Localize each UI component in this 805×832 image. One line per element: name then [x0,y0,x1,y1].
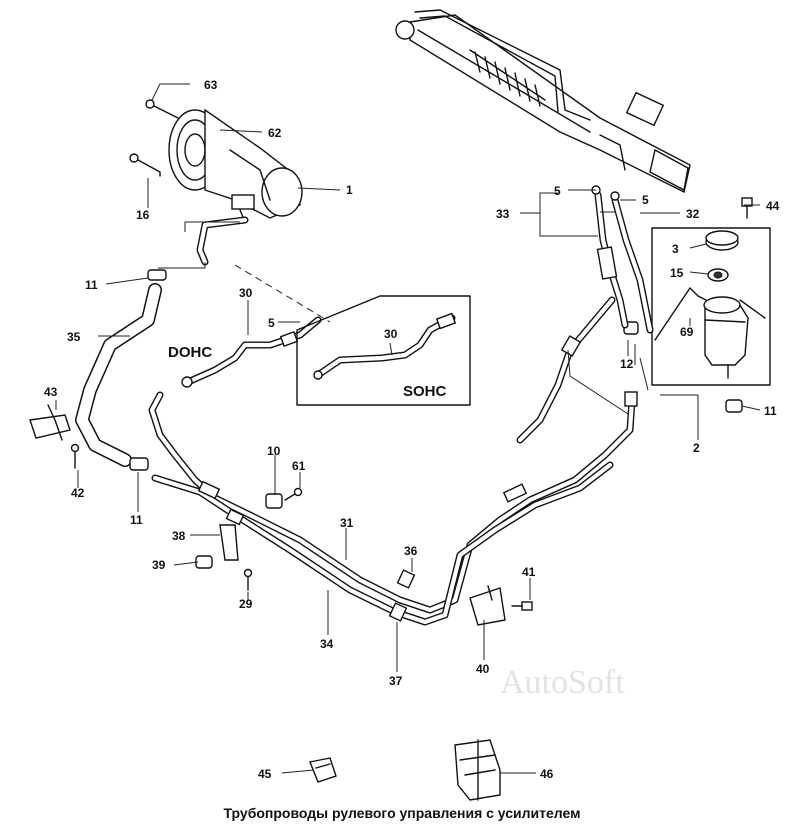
clamp-45 [309,757,337,783]
bracket-38 [219,524,239,561]
watermark: AutoSoft [500,664,625,701]
callout-44: 44 [766,199,780,213]
clamp-46 [454,739,501,801]
bracket-43 [29,404,71,441]
leader-lines [55,83,761,774]
clamp-11-right [725,399,743,413]
long-pipes [148,391,638,626]
bolt-42 [70,443,80,469]
callout-37: 37 [389,674,403,688]
bolt-63 [145,99,179,119]
callout-16: 16 [136,208,150,222]
bracket-40 [469,585,506,626]
clamp-39 [195,555,213,569]
bolt-44 [741,197,753,219]
callout-34: 34 [320,637,334,651]
bolt-41 [511,601,533,611]
callout-5-dohc: 5 [268,316,275,330]
clamp-11-upper [147,269,167,281]
diagram-caption: Трубопроводы рулевого управления с усили… [224,805,581,821]
callout-36: 36 [404,544,418,558]
return-line [516,296,616,444]
callout-46: 46 [540,767,554,781]
pressure-line-dohc [196,216,249,266]
callout-5-rack-left: 5 [554,184,561,198]
sohc-inset [296,295,471,406]
dohc-label: DOHC [168,344,212,361]
callout-42: 42 [71,486,85,500]
clamp-10 [265,493,283,509]
callout-43: 43 [44,385,58,399]
callout-38: 38 [172,529,186,543]
callout-10: 10 [267,444,281,458]
bolt-16 [129,153,161,177]
callouts: 63 62 1 16 11 30 5 35 43 42 30 5 5 33 32… [44,78,780,781]
power-steering-pump [168,108,303,223]
callout-30-dohc: 30 [239,286,253,300]
suction-hose-35 [75,283,162,467]
callout-31: 31 [340,516,354,530]
reservoir-box [651,227,771,386]
pipes-32-33 [591,185,654,334]
callout-40: 40 [476,662,490,676]
pipe-30-dohc [181,316,322,388]
bolt-29 [243,568,253,591]
callout-1: 1 [346,183,353,197]
callout-30-sohc: 30 [384,327,398,341]
clamp-11-lower [129,457,149,471]
callout-11-right: 11 [764,404,777,418]
callout-35: 35 [67,330,81,344]
callout-41: 41 [522,565,536,579]
callout-45: 45 [258,767,272,781]
sohc-label: SOHC [403,383,447,400]
callout-62: 62 [268,126,282,140]
callout-29: 29 [239,597,253,611]
callout-69: 69 [680,325,694,339]
callout-11-lower: 11 [130,513,143,527]
callout-12: 12 [620,357,634,371]
callout-32: 32 [686,207,700,221]
callout-39: 39 [152,558,166,572]
callout-15: 15 [670,266,684,280]
callout-5-rack-right: 5 [642,193,649,207]
callout-33: 33 [496,207,510,221]
steering-rack [395,9,691,194]
bolt-61 [284,487,303,501]
callout-2: 2 [693,441,700,455]
callout-61: 61 [292,459,306,473]
callout-63: 63 [204,78,218,92]
callout-11-upper: 11 [85,278,98,292]
callout-3: 3 [672,242,679,256]
